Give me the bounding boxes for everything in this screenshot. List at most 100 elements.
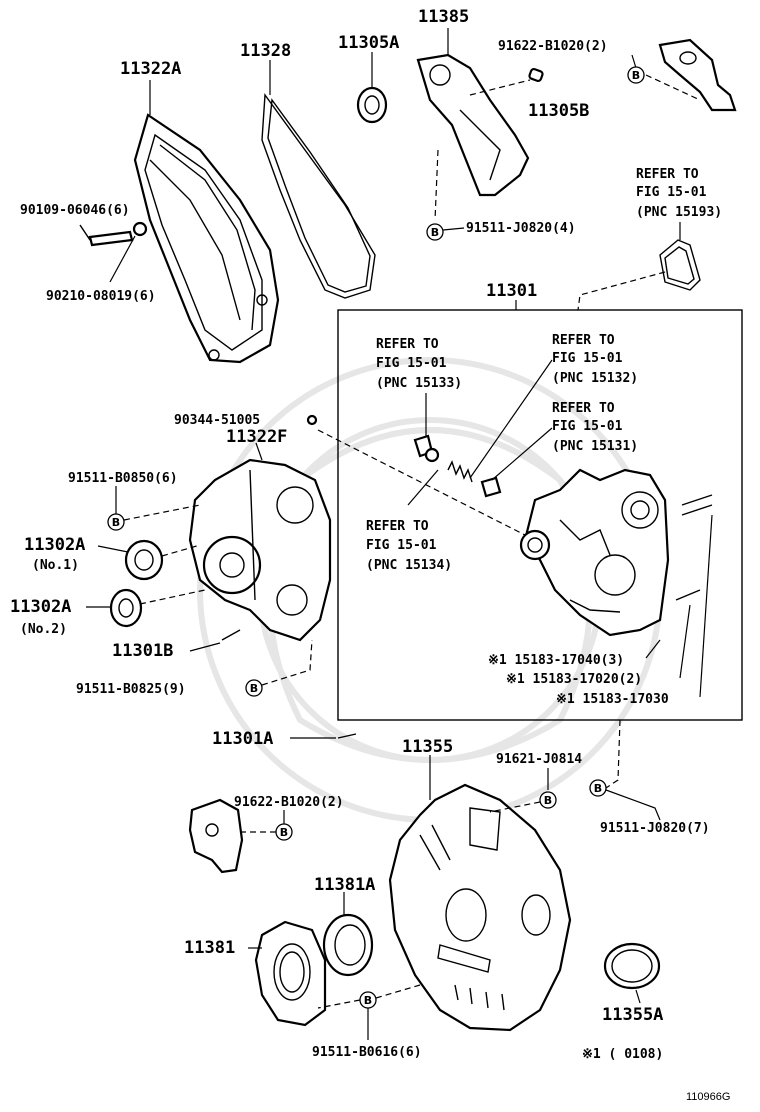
label-91511-J0820-7: 91511-J0820(7) — [600, 821, 710, 836]
plug-refer-15133 — [413, 434, 440, 463]
plug-90344 — [306, 414, 318, 426]
label-91511-B0825: 91511-B0825(9) — [76, 682, 186, 697]
seal-11381A — [322, 913, 374, 977]
timing-cover-11322A — [133, 113, 280, 364]
refer-15193-line3: (PNC 15193) — [636, 205, 722, 220]
seal-11302A-no1 — [124, 539, 164, 581]
b-marker-91511-B0616: B — [359, 991, 377, 1009]
dash-11305B — [469, 79, 531, 96]
pin-11301A — [337, 733, 357, 739]
dash-91621 — [489, 801, 541, 813]
dash-11385-b — [434, 149, 439, 221]
label-11305A: 11305A — [338, 33, 399, 53]
label-no2: (No.2) — [20, 622, 67, 637]
label-11381A: 11381A — [314, 875, 375, 895]
refer-15132-line1: REFER TO — [552, 333, 615, 348]
bracket-91622-top — [658, 38, 737, 112]
svg-text:B: B — [112, 516, 120, 529]
oil-seal-11305A — [356, 86, 388, 124]
label-11381: 11381 — [184, 938, 235, 958]
refer-15134-line1: REFER TO — [366, 519, 429, 534]
dash-91511-B0825 — [261, 639, 313, 686]
end-plate-11355 — [388, 783, 572, 1032]
leader-15132 — [469, 359, 553, 479]
refer-15131-line2: FIG 15-01 — [552, 419, 623, 434]
label-15183-17040: ※1 15183-17040(3) — [488, 653, 624, 668]
dash-91511-B0616-b — [375, 984, 421, 999]
leader-11355A — [635, 989, 641, 1004]
label-11302A-no2: 11302A — [10, 597, 71, 617]
dash-15193 — [577, 271, 666, 311]
svg-text:B: B — [250, 682, 258, 695]
label-11301A: 11301A — [212, 729, 273, 749]
svg-text:B: B — [632, 69, 640, 82]
svg-text:B: B — [594, 782, 602, 795]
refer-15131-line1: REFER TO — [552, 401, 615, 416]
spring-refer-15132 — [447, 460, 502, 498]
seal-11302A-no2 — [109, 588, 143, 628]
label-11322A: 11322A — [120, 59, 181, 79]
cover-11322F — [188, 458, 332, 642]
label-11301: 11301 — [486, 281, 537, 301]
dash-91511-B0616-a — [317, 999, 361, 1009]
label-91621: 91621-J0814 — [496, 752, 582, 767]
bracket-91622-bottom — [188, 798, 244, 874]
leader-11322F — [255, 442, 263, 461]
label-90109: 90109-06046(6) — [20, 203, 130, 218]
dash-91511-B0850 — [123, 504, 201, 521]
studs-15183 — [675, 494, 713, 601]
label-90344: 90344-51005 — [174, 413, 260, 428]
gasket-refer-15193 — [659, 239, 701, 291]
b-marker-91622-top: B — [627, 66, 645, 84]
label-11301B: 11301B — [112, 641, 173, 661]
leader-91511-J0820-4 — [442, 227, 465, 231]
refer-15193-line1: REFER TO — [636, 167, 699, 182]
label-91511-B0850: 91511-B0850(6) — [68, 471, 178, 486]
refer-15134-line3: (PNC 15134) — [366, 558, 452, 573]
dash-90344 — [317, 429, 526, 536]
label-11305B: 11305B — [528, 101, 589, 121]
svg-text:B: B — [280, 826, 288, 839]
svg-text:B: B — [544, 794, 552, 807]
refer-15133-line3: (PNC 15133) — [376, 376, 462, 391]
assembly-box-11301 — [337, 309, 743, 721]
leader-11301B — [189, 642, 221, 652]
b-marker-91621: B — [539, 791, 557, 809]
footnote: ※1 ( 0108) — [582, 1047, 663, 1062]
bolt-90109 — [79, 224, 134, 247]
refer-15132-line2: FIG 15-01 — [552, 351, 623, 366]
dash-11302A-1 — [161, 544, 201, 557]
leader-11302A-1 — [97, 545, 129, 553]
retainer-11381 — [254, 920, 327, 1027]
label-91622-bottom: 91622-B1020(2) — [234, 795, 344, 810]
svg-text:B: B — [364, 994, 372, 1007]
label-11328: 11328 — [240, 41, 291, 61]
label-91511-B0616: 91511-B0616(6) — [312, 1045, 422, 1060]
leader-90210 — [109, 235, 136, 283]
refer-15132-line3: (PNC 15132) — [552, 371, 638, 386]
b-marker-91511-B0825: B — [245, 679, 263, 697]
label-11302A-no1: 11302A — [24, 535, 85, 555]
label-15183-17020: ※1 15183-17020(2) — [506, 672, 642, 687]
pin-11301B — [221, 629, 241, 641]
label-91511-J0820-4: 91511-J0820(4) — [466, 221, 576, 236]
refer-15131-line3: (PNC 15131) — [552, 439, 638, 454]
leader-91622-top — [631, 54, 637, 69]
label-11355: 11355 — [402, 737, 453, 757]
gasket-11328 — [261, 93, 376, 299]
b-marker-91511-J0820-4: B — [426, 223, 444, 241]
b-marker-91511-J0820-7: B — [589, 779, 607, 797]
leader-15183-17030 — [699, 514, 713, 698]
leader-15183-17020 — [679, 604, 691, 679]
label-no1: (No.1) — [32, 558, 79, 573]
refer-15193-line2: FIG 15-01 — [636, 185, 707, 200]
dash-11302A-2 — [139, 589, 206, 605]
b-marker-91622-bottom: B — [275, 823, 293, 841]
washer-90210 — [132, 221, 148, 237]
leader-15134 — [407, 469, 439, 506]
dash-91511-J0820-7 — [605, 719, 621, 789]
b-marker-91511-B0850: B — [107, 513, 125, 531]
plug-11305B — [528, 67, 544, 83]
label-11355A: 11355A — [602, 1005, 663, 1025]
